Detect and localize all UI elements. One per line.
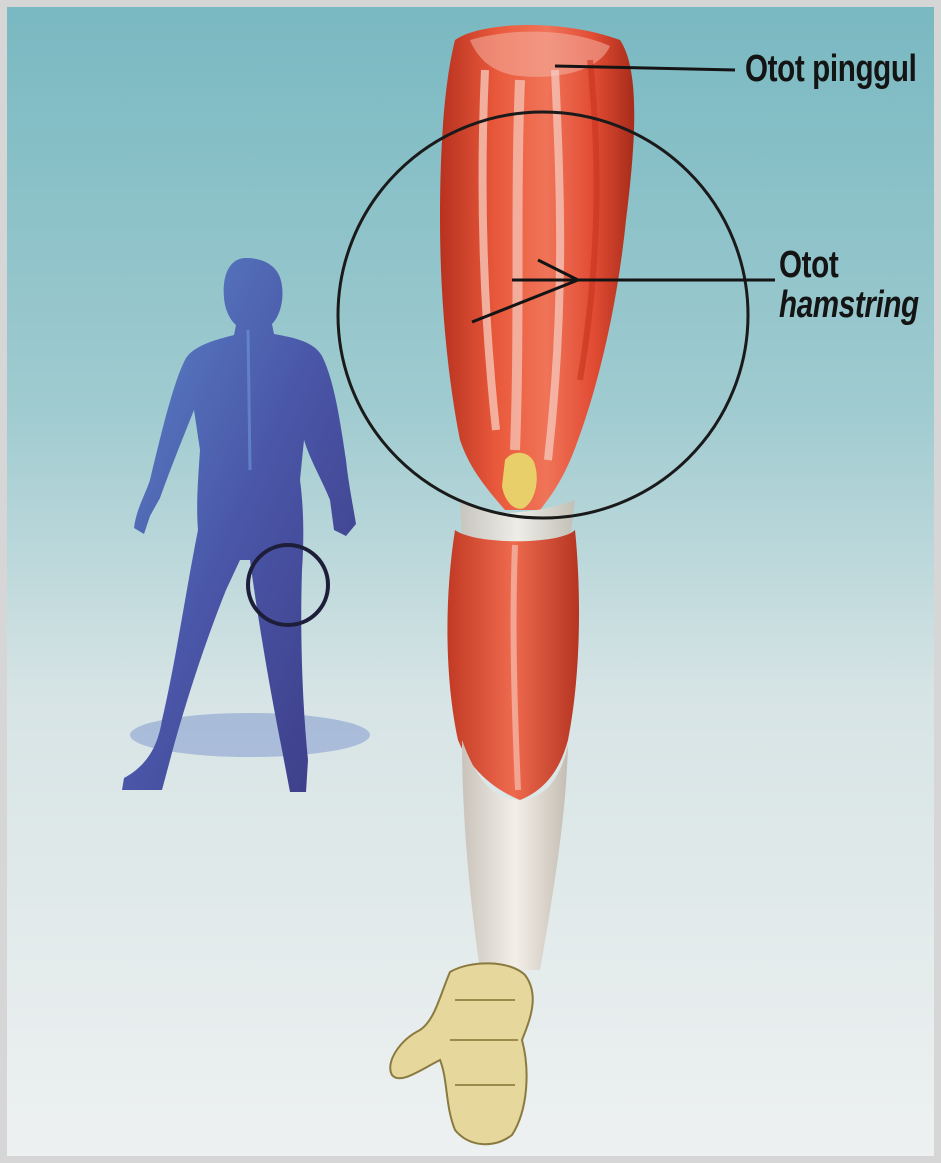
label-hamstring-line2: hamstring [779,286,919,324]
label-hip-muscle: Otot pinggul [745,48,916,91]
label-hamstring-line1: Otot [779,246,838,284]
hamstring-strip-2 [515,80,520,450]
figure-spine [248,330,250,470]
